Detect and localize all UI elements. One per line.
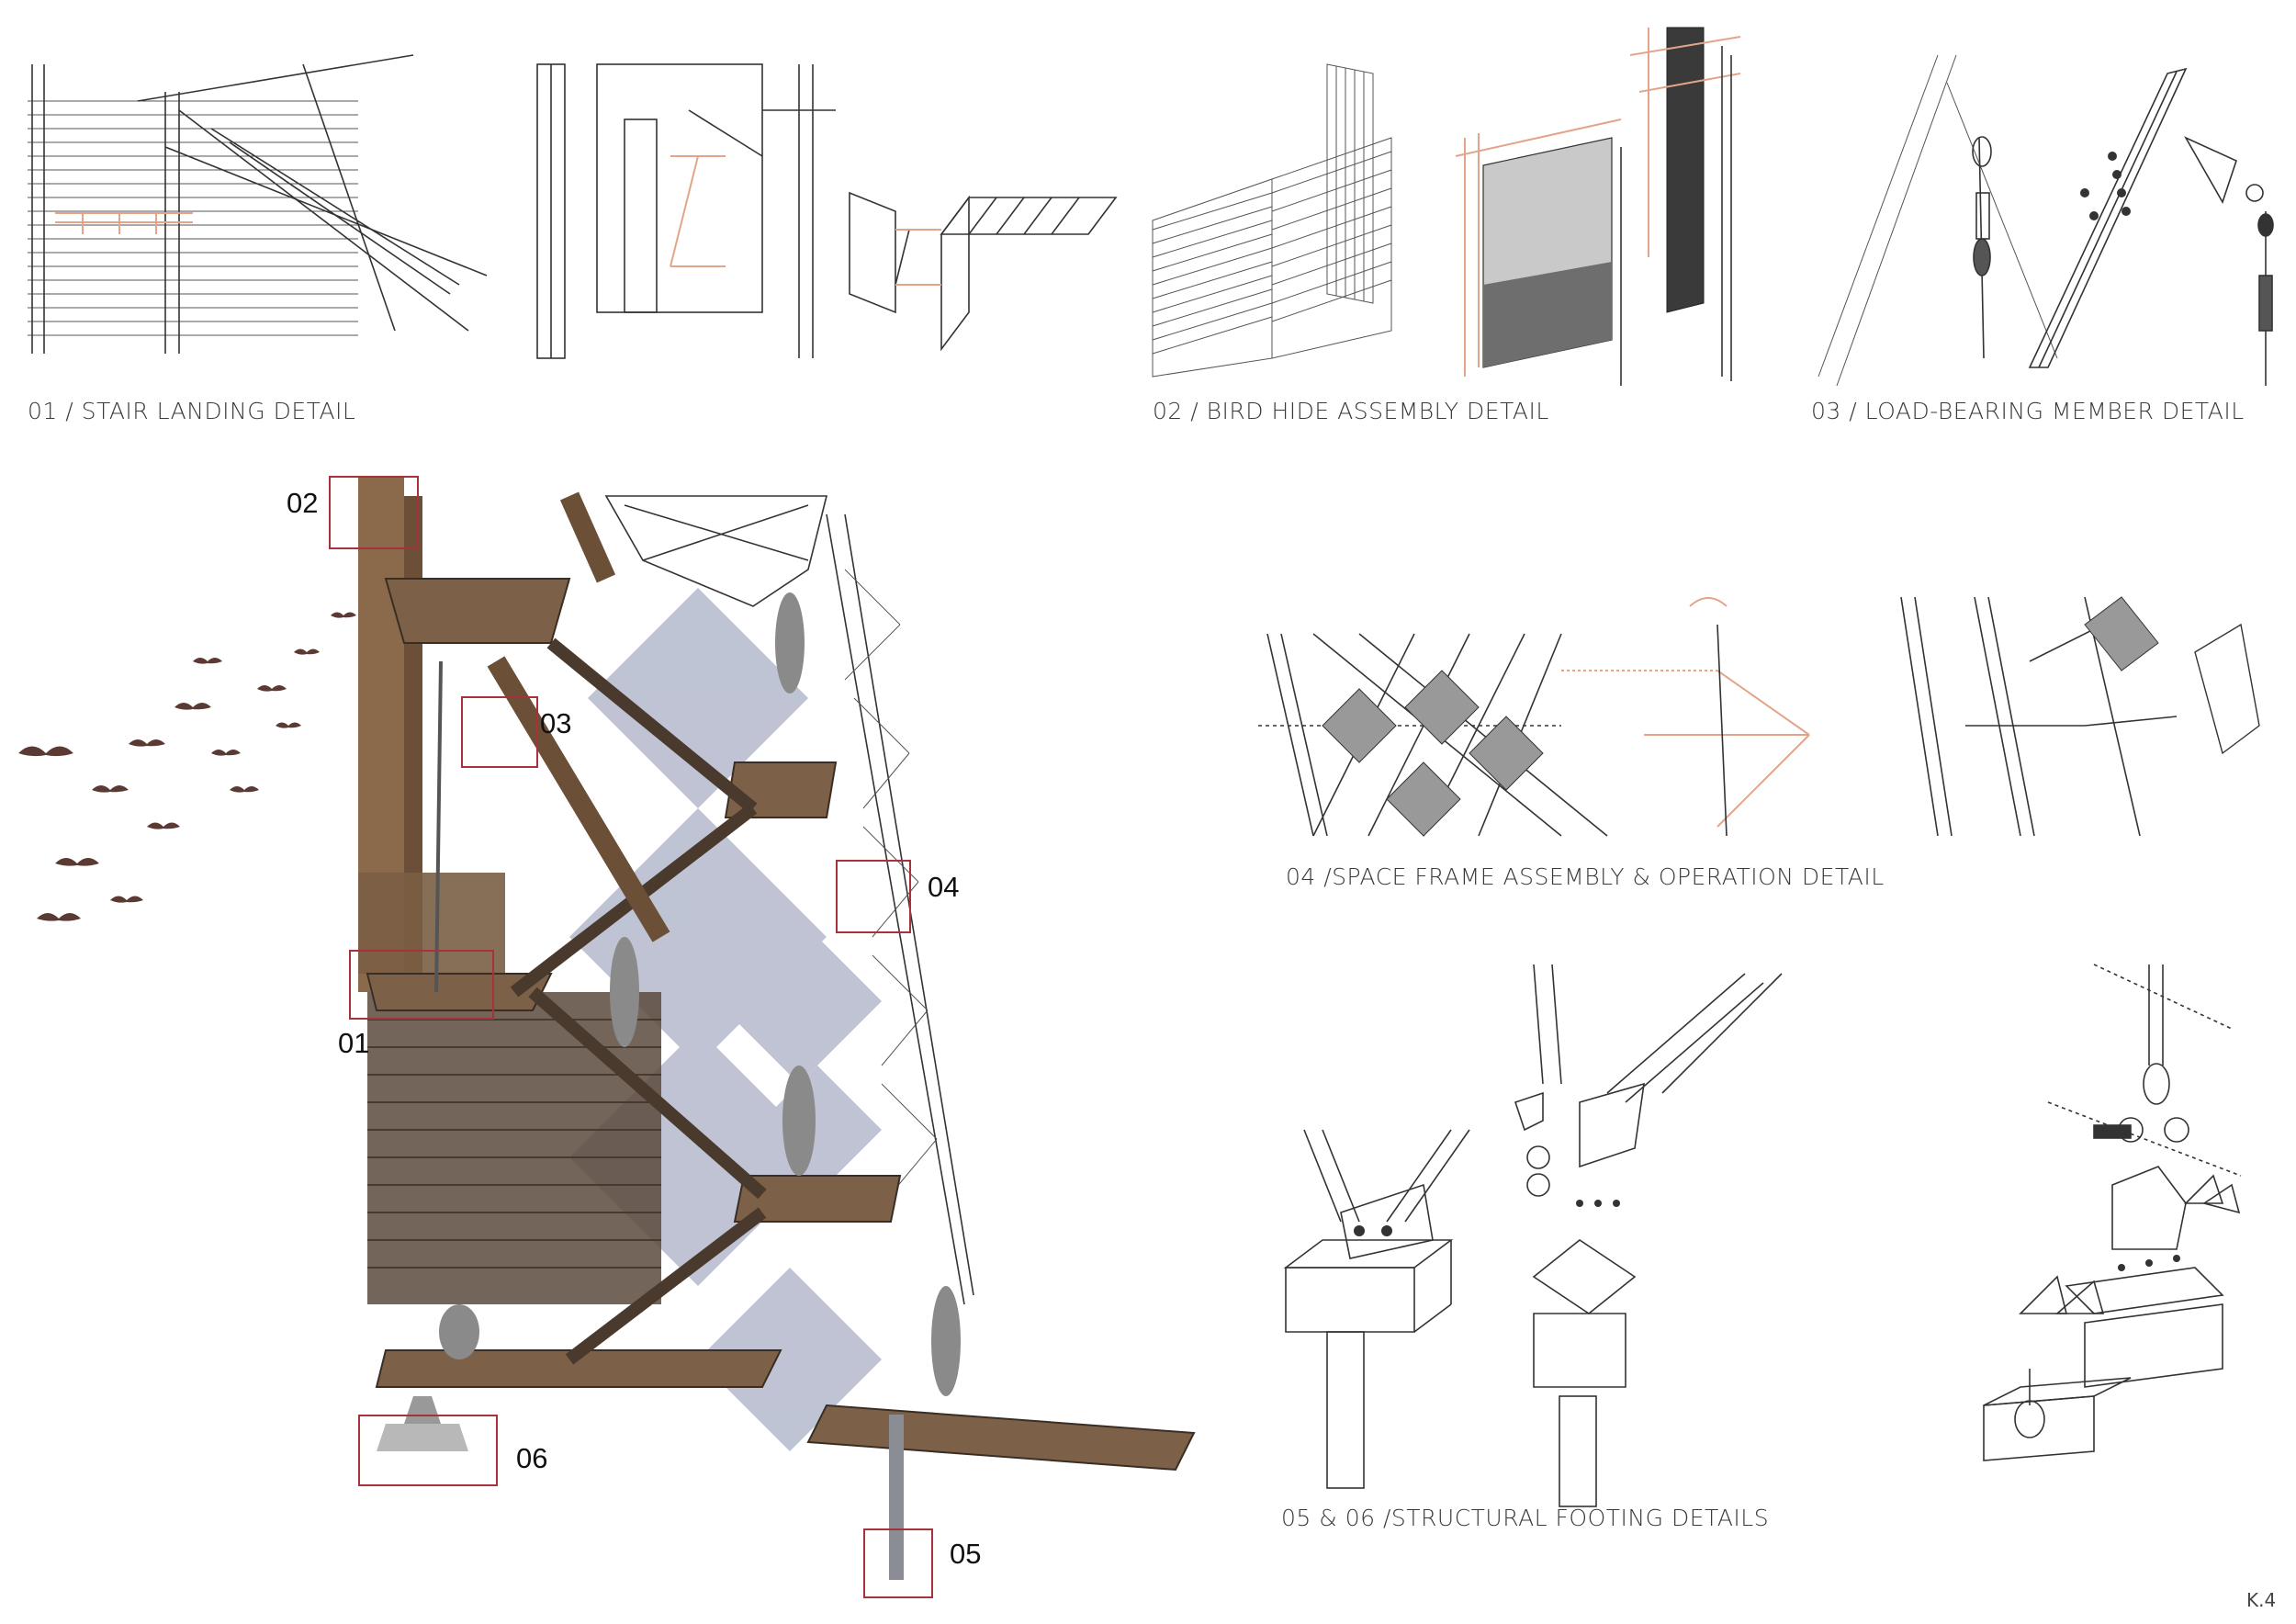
callout-label-05: 05	[950, 1538, 982, 1570]
callout-label-03: 03	[540, 707, 572, 739]
timber-hide-wall	[358, 478, 661, 1304]
stair-landing-connection-drawing	[849, 191, 1118, 352]
caption-detail-04: 04 /SPACE FRAME ASSEMBLY & OPERATION DET…	[1286, 863, 1885, 890]
caption-detail-01: 01 / STAIR LANDING DETAIL	[28, 398, 356, 424]
callout-box-04	[836, 860, 911, 933]
page-number: K.4	[2246, 1589, 2277, 1611]
steel-column	[889, 1415, 904, 1580]
callout-label-06: 06	[516, 1442, 548, 1474]
callout-label-01: 01	[338, 1027, 370, 1059]
callout-box-01	[349, 950, 494, 1020]
bird-hide-assembly-drawing	[1152, 27, 1741, 386]
structural-footing-drawing	[1283, 964, 2242, 1507]
space-frame-detail-drawing	[1258, 596, 2260, 837]
timber-landings	[366, 578, 1196, 1472]
caption-detail-03: 03 / LOAD-BEARING MEMBER DETAIL	[1811, 398, 2245, 424]
diagonal-brace	[487, 491, 670, 942]
bird-flock	[18, 612, 356, 921]
callout-box-06	[358, 1415, 498, 1486]
callout-label-04: 04	[928, 871, 960, 903]
stair-landing-detail-drawing	[28, 54, 836, 359]
load-bearing-member-drawing	[1818, 54, 2274, 387]
callout-box-03	[461, 696, 538, 768]
concrete-footing	[377, 1396, 468, 1451]
people	[439, 592, 961, 1396]
callout-label-02: 02	[287, 487, 319, 519]
tower-illustration	[18, 478, 1196, 1580]
diamond-panels	[569, 588, 882, 1451]
caption-detail-0506: 05 & 06 /STRUCTURAL FOOTING DETAILS	[1281, 1505, 1770, 1531]
callout-box-02	[329, 476, 419, 549]
callout-box-05	[863, 1528, 933, 1598]
caption-detail-02: 02 / BIRD HIDE ASSEMBLY DETAIL	[1153, 398, 1549, 424]
